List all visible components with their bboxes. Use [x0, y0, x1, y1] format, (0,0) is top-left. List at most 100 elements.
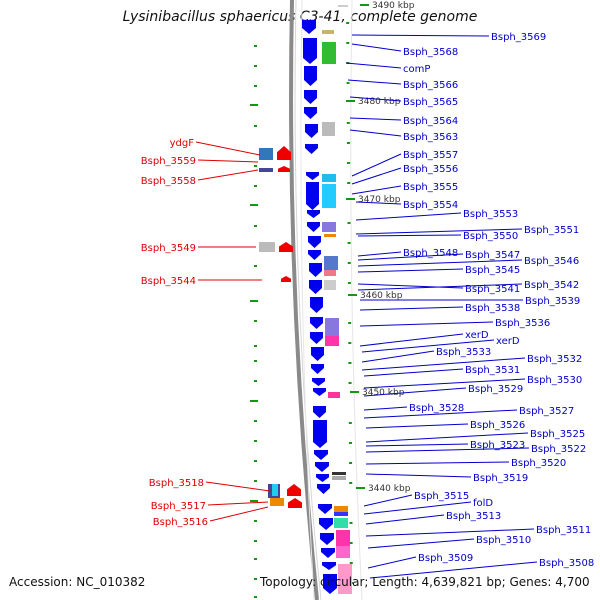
plus-gene-label: Bsph_3563 [403, 132, 458, 143]
gene-arrow-plus [316, 474, 329, 482]
plus-gene-label: Bsph_3523 [470, 440, 525, 451]
gene-arrow-minus [287, 484, 301, 496]
scale-label: 3490 kbp [372, 1, 415, 11]
label-leader [363, 368, 464, 377]
scale-tick [250, 204, 258, 206]
genome-summary: Topology: circular; Length: 4,639,821 bp… [260, 575, 590, 589]
label-leader [345, 62, 402, 69]
gene-arrow-plus [305, 124, 318, 138]
gene-arrow-plus [312, 378, 325, 386]
minus-gene-label: Bsph_3518 [149, 478, 204, 489]
scale-tick [349, 482, 353, 484]
scale-tick [347, 162, 351, 164]
gene-arrow-plus [307, 210, 320, 218]
gene-arrow-plus [314, 450, 328, 460]
plus-gene-label: Bsph_3508 [539, 558, 594, 569]
label-leader [351, 167, 402, 185]
accession-label: Accession: NC_010382 [9, 575, 146, 589]
figure-title: Lysinibacillus sphaericus C3-41, complet… [122, 9, 478, 25]
label-leader [355, 212, 462, 221]
scale-tick [346, 22, 350, 24]
gene-box-plus [325, 318, 339, 336]
scale-tick [347, 262, 351, 264]
gene-arrow-plus [322, 562, 336, 570]
label-leader [363, 406, 408, 411]
gene-arrow-plus [315, 462, 329, 472]
gene-box-plus [332, 476, 346, 480]
gene-box-plus [324, 270, 336, 276]
scale-tick [348, 362, 352, 364]
gene-arrow-plus [317, 484, 330, 494]
label-leader [365, 447, 530, 453]
scale-tick [254, 65, 257, 67]
plus-gene-label: Bsph_3546 [524, 256, 579, 267]
label-leader [361, 350, 435, 363]
plus-gene-label: Bsph_3515 [414, 491, 469, 502]
label-leader [357, 259, 523, 267]
label-leader [357, 234, 462, 237]
plus-gene-label: Bsph_3550 [463, 231, 518, 242]
scale-tick [254, 460, 257, 462]
plus-gene-label: Bsph_3527 [519, 406, 574, 417]
gene-box-plus [336, 546, 350, 558]
plus-gene-label: Bsph_3520 [511, 458, 566, 469]
label-leader [347, 79, 402, 85]
scale-tick [254, 380, 257, 382]
gene-arrow-minus [278, 166, 290, 172]
plus-gene-label: Bsph_3545 [465, 265, 520, 276]
plus-gene-label: folD [473, 498, 493, 509]
minus-gene-label: Bsph_3559 [141, 156, 196, 167]
scale-tick [254, 480, 257, 482]
gene-box-plus [328, 392, 340, 398]
gene-arrow-plus [311, 364, 324, 374]
gene-arrow-plus [309, 280, 322, 294]
gene-arrow-plus [306, 182, 319, 210]
label-leader [355, 228, 523, 235]
gene-arrow-plus [313, 388, 326, 396]
label-leader [357, 283, 464, 289]
label-leader [357, 253, 464, 261]
plus-gene-label: Bsph_3553 [463, 209, 518, 220]
gene-arrow-minus [277, 146, 291, 160]
label-leader [197, 159, 259, 163]
label-leader [357, 268, 464, 273]
plus-gene-label: Bsph_3510 [476, 535, 531, 546]
plus-gene-label: Bsph_3538 [465, 303, 520, 314]
minus-gene-label: Bsph_3558 [141, 176, 196, 187]
label-leader [363, 387, 467, 397]
label-leader [205, 481, 271, 492]
scale-tick [348, 342, 352, 344]
scale-label: 3440 kbp [368, 484, 411, 494]
gene-box-minus [259, 168, 273, 172]
gene-arrow-plus [307, 222, 320, 232]
scale-label: 3470 kbp [358, 195, 401, 205]
plus-gene-label: Bsph_3533 [436, 347, 491, 358]
gene-box-plus [334, 512, 348, 516]
scale-tick [348, 442, 352, 444]
label-leader [351, 43, 402, 52]
scale-tick [254, 225, 257, 227]
ruler-line [350, 0, 363, 600]
gene-box-plus [338, 5, 348, 7]
label-leader [357, 251, 402, 257]
label-leader [363, 501, 472, 515]
label-leader [365, 514, 445, 525]
label-leader [363, 378, 526, 389]
plus-gene-label: Bsph_3519 [473, 473, 528, 484]
gene-box-plus [322, 174, 336, 182]
scale-tick [348, 422, 352, 424]
plus-gene-label: Bsph_3509 [418, 553, 473, 564]
label-leader [365, 528, 535, 537]
label-leader [367, 538, 475, 549]
scale-tick [254, 265, 257, 267]
scale-tick [254, 125, 257, 127]
scale-tick [348, 322, 352, 324]
minus-gene-label: Bsph_3516 [153, 517, 208, 528]
gene-arrow-plus [303, 38, 317, 64]
label-leader [359, 306, 464, 311]
scale-tick [254, 185, 257, 187]
scale-tick [250, 400, 258, 402]
plus-gene-label: Bsph_3569 [491, 32, 546, 43]
plus-gene-label: Bsph_3557 [403, 150, 458, 161]
